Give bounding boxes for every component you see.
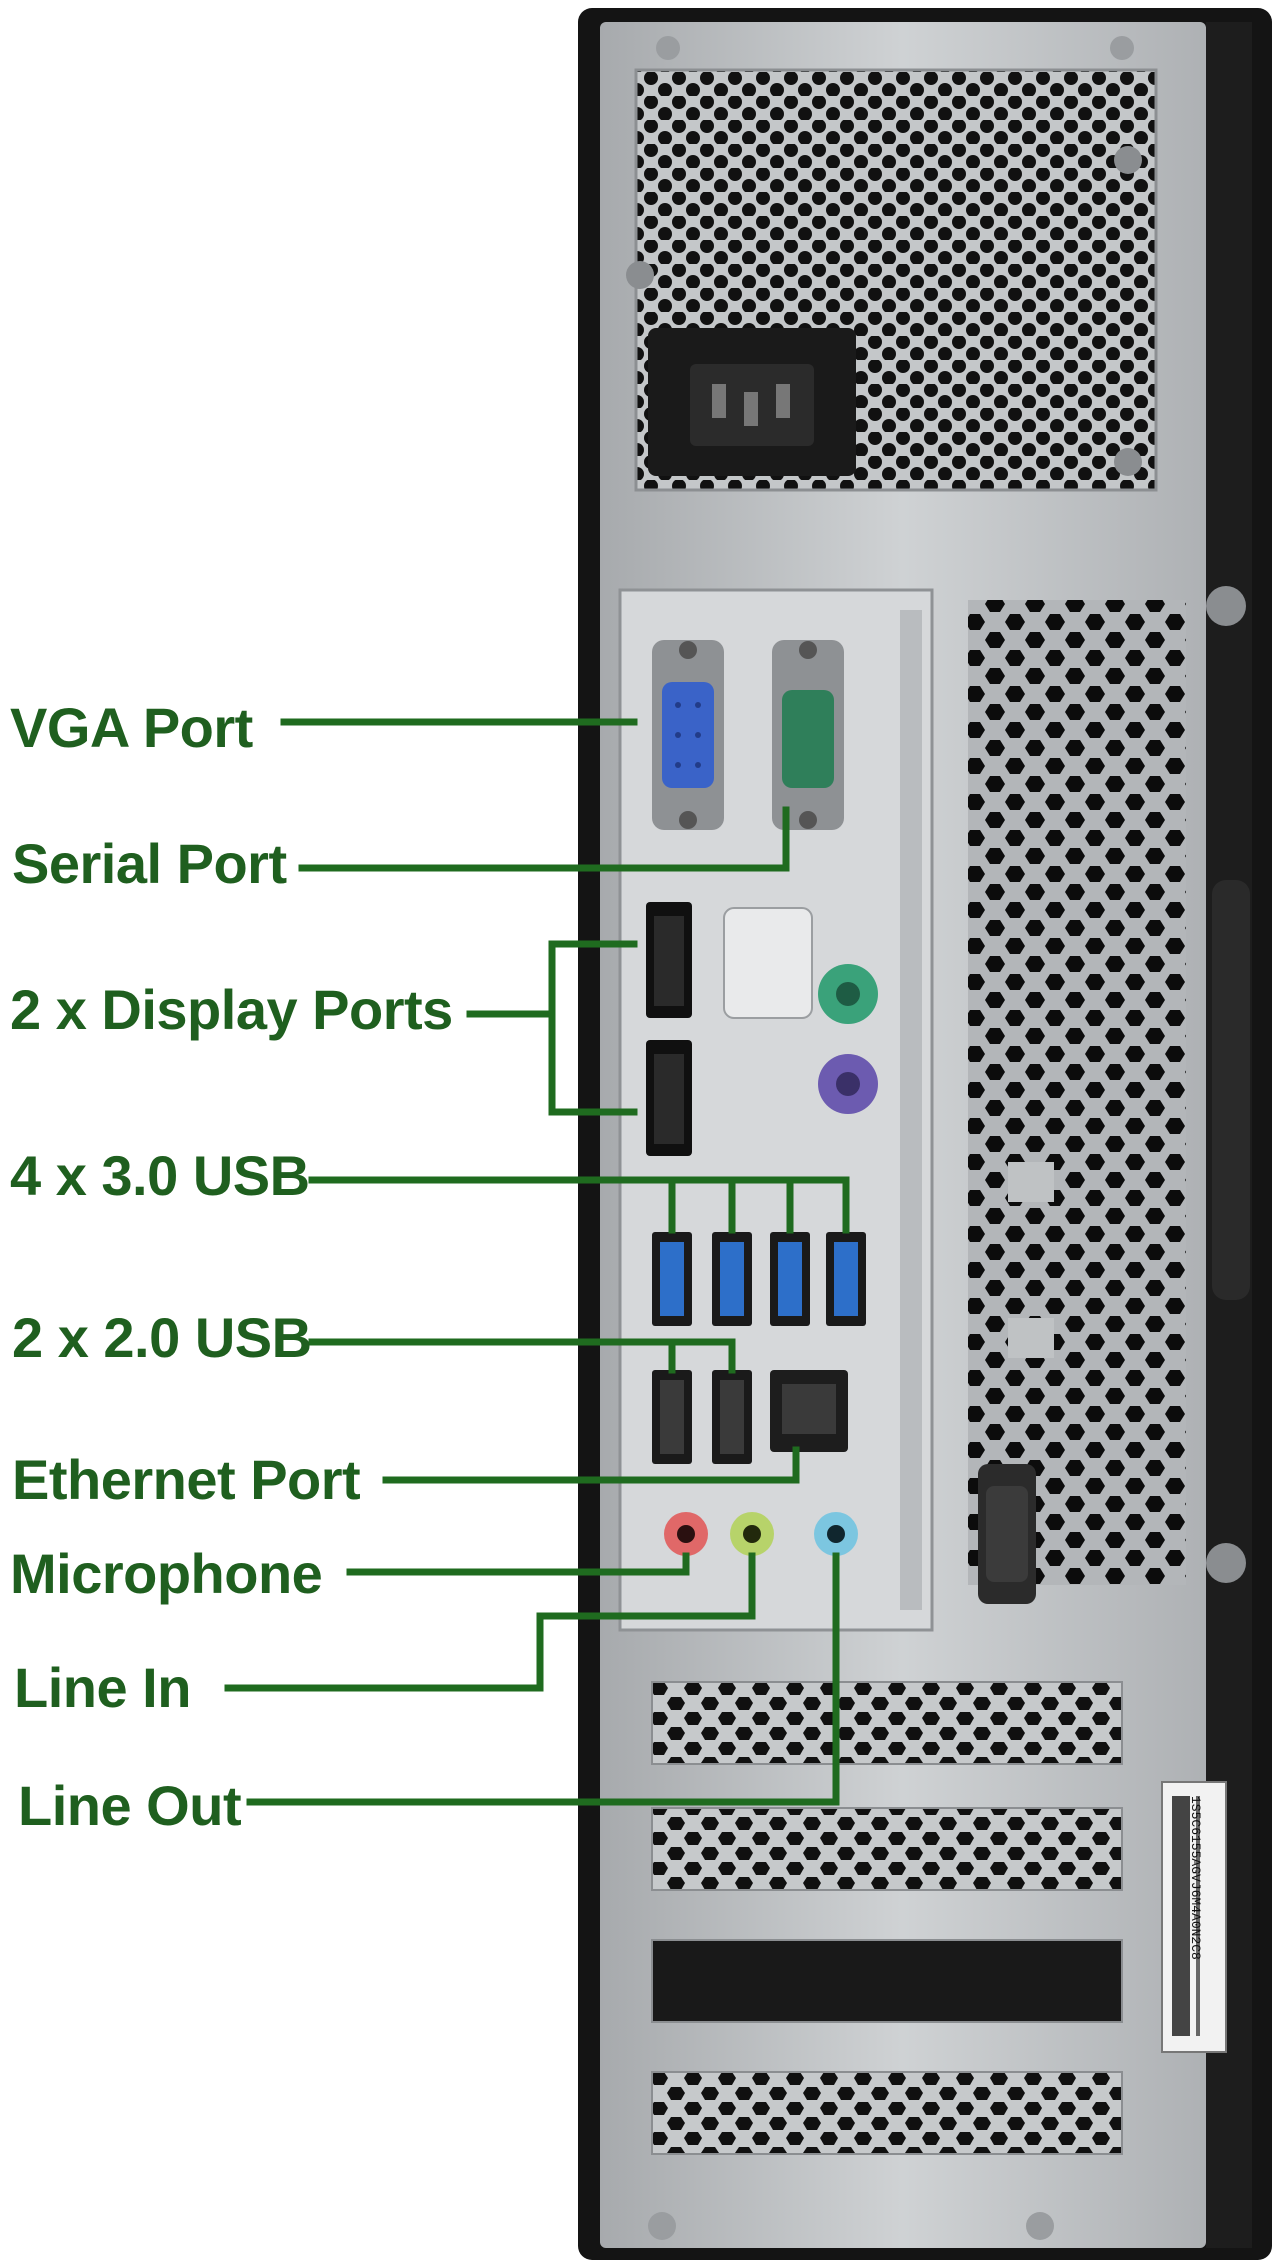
serial-port-label: Serial Port	[12, 832, 287, 895]
vga-port	[652, 640, 724, 830]
audio-jacks	[664, 1512, 858, 1556]
ethernet-port	[770, 1370, 848, 1452]
ps2-ports	[723, 907, 878, 1114]
line-out-label: Line Out	[18, 1774, 242, 1837]
display-ports-label: 2 x Display Ports	[10, 978, 453, 1041]
ethernet-port-label: Ethernet Port	[12, 1448, 361, 1511]
microphone-label: Microphone	[10, 1542, 323, 1605]
thumbscrew-icon	[1206, 1543, 1246, 1583]
serial-sticker-text: 1S5C6155AGVJ6M4A0N2C8	[1188, 1796, 1203, 1960]
power-supply-area	[626, 36, 1158, 492]
display-ports	[646, 902, 692, 1156]
leader-lines	[224, 718, 850, 1806]
line-in-label: Line In	[14, 1656, 191, 1719]
thumbscrew-icon	[1206, 586, 1246, 626]
serial-sticker	[1161, 1781, 1227, 2053]
expansion-slots	[648, 1681, 1123, 2240]
usb2-ports	[652, 1370, 752, 1464]
serial-port	[772, 640, 844, 830]
vga-port-label: VGA Port	[10, 696, 253, 759]
usb2-label: 2 x 2.0 USB	[12, 1306, 312, 1369]
extra-serial-port	[978, 1464, 1036, 1604]
side-vent	[968, 586, 1246, 1585]
usb3-label: 4 x 3.0 USB	[10, 1144, 310, 1207]
usb3-ports	[652, 1232, 866, 1326]
